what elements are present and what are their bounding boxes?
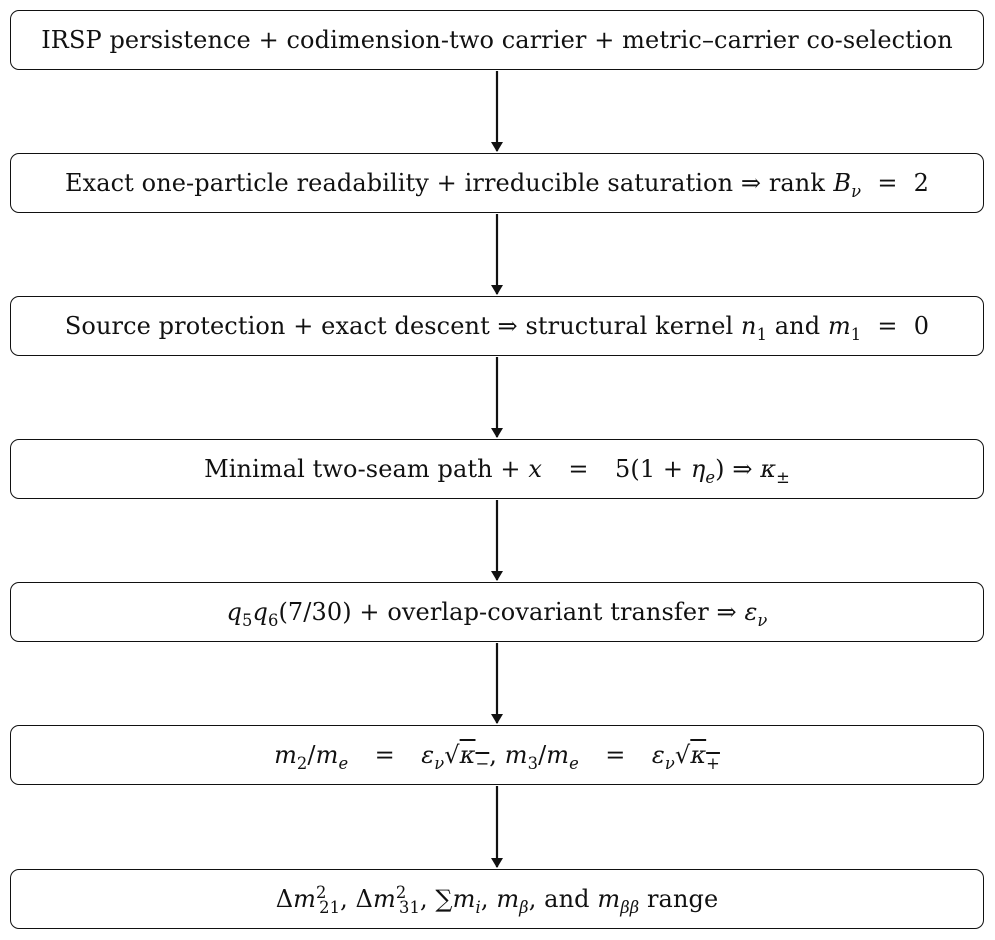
step-box-6: m2/me=εν√κ−, m3/me=εν√κ+	[10, 725, 984, 785]
step-box-4: Minimal two-seam path + x=5(1 + ηe) ⇒ κ±	[10, 439, 984, 499]
step-box-2: Exact one-particle readability + irreduc…	[10, 153, 984, 213]
step-label-5: q5q6(7/30) + overlap-covariant transfer …	[226, 598, 768, 630]
step-label-4: Minimal two-seam path + x=5(1 + ηe) ⇒ κ±	[204, 455, 790, 487]
step-label-7: Δm221, Δm231, ∑mi, mβ, and mββ range	[275, 883, 719, 917]
step-box-1: IRSP persistence + codimension-two carri…	[10, 10, 984, 70]
step-label-3: Source protection + exact descent ⇒ stru…	[64, 312, 930, 344]
step-box-5: q5q6(7/30) + overlap-covariant transfer …	[10, 582, 984, 642]
step-label-2: Exact one-particle readability + irreduc…	[64, 169, 930, 201]
step-label-1: IRSP persistence + codimension-two carri…	[41, 26, 953, 54]
step-box-7: Δm221, Δm231, ∑mi, mβ, and mββ range	[10, 869, 984, 929]
step-box-3: Source protection + exact descent ⇒ stru…	[10, 296, 984, 356]
step-label-6: m2/me=εν√κ−, m3/me=εν√κ+	[274, 741, 720, 773]
